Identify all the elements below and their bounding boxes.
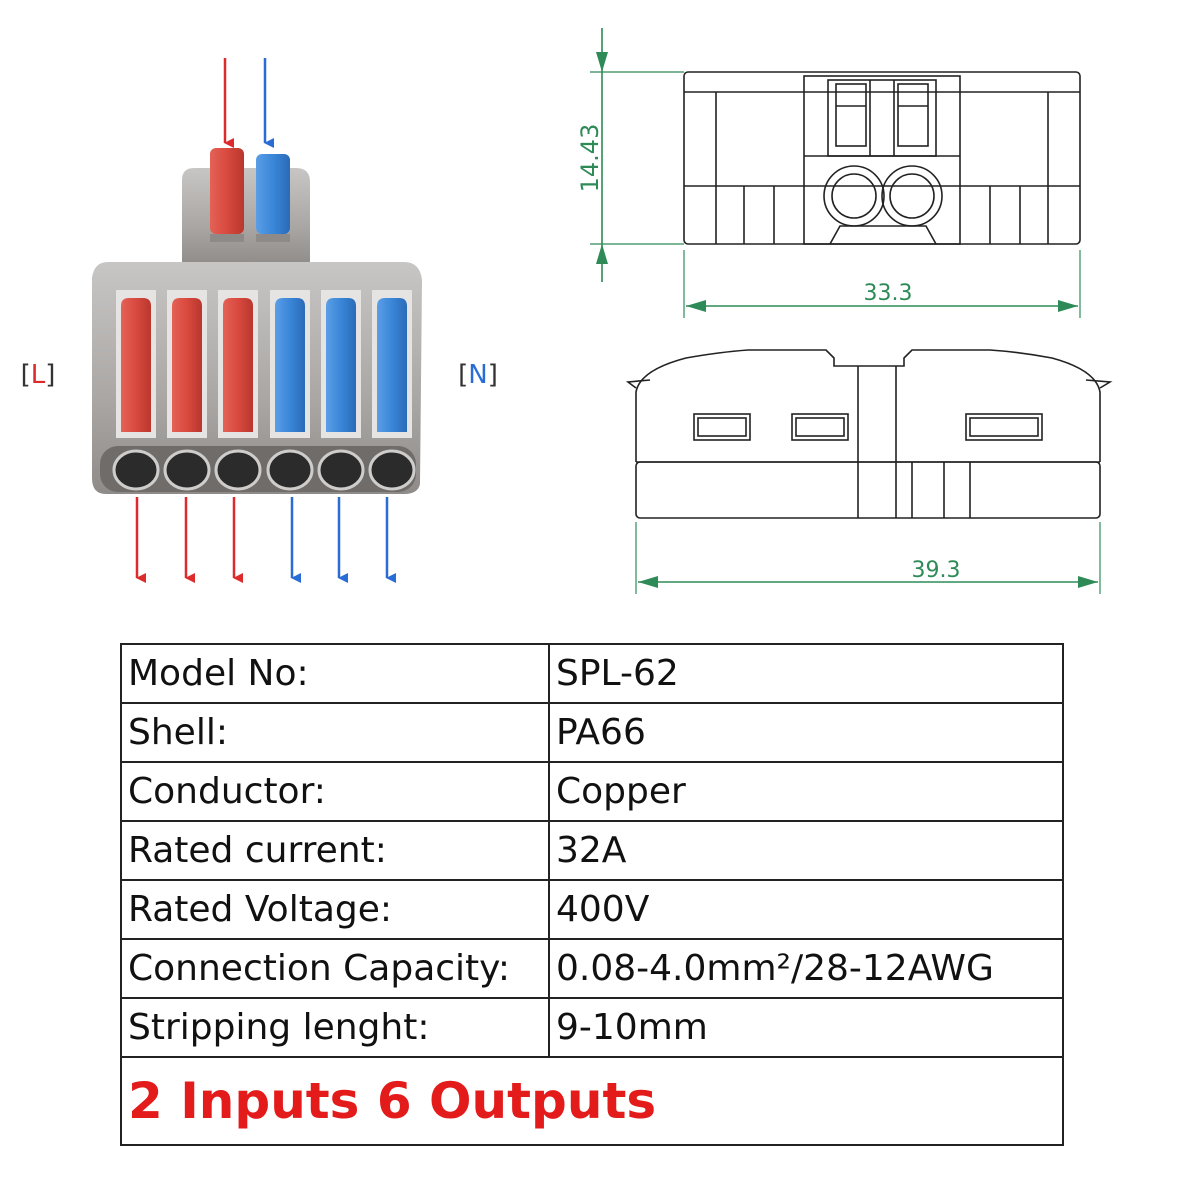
spec-key: Stripping lenght: [120, 997, 550, 1058]
height-dimension: 14.43 [576, 28, 684, 282]
output-lever-live-2 [172, 298, 202, 432]
spec-key: Conductor: [120, 761, 550, 822]
height-dimension-label: 14.43 [576, 124, 604, 193]
input-lever-neutral [256, 154, 290, 234]
spec-key: Connection Capacity: [120, 938, 550, 999]
spec-value: Copper [548, 761, 1064, 822]
spec-row: Shell: PA66 [120, 702, 1064, 763]
spec-row: Stripping lenght: 9-10mm [120, 997, 1064, 1058]
wire-holes [100, 446, 416, 492]
width-top-dimension: 33.3 [683, 250, 1081, 318]
spec-key: Rated current: [120, 820, 550, 881]
output-lever-neutral-1 [275, 298, 305, 432]
spec-value: 9-10mm [548, 997, 1064, 1058]
spec-key: Shell: [120, 702, 550, 763]
summary-row: 2 Inputs 6 Outputs [120, 1056, 1064, 1146]
spec-row: Rated current: 32A [120, 820, 1064, 881]
spec-value: 32A [548, 820, 1064, 881]
output-lever-live-3 [223, 298, 253, 432]
spec-row: Connection Capacity: 0.08-4.0mm²/28-12AW… [120, 938, 1064, 999]
output-levers [116, 290, 412, 438]
output-lever-live-1 [121, 298, 151, 432]
output-lever-neutral-3 [377, 298, 407, 432]
spec-row: Model No: SPL-62 [120, 643, 1064, 704]
spec-row: Conductor: Copper [120, 761, 1064, 822]
connector-figure: [L] [N] [21, 28, 1113, 594]
neutral-label: [N] [458, 360, 498, 390]
top-view-drawing [625, 349, 1113, 519]
input-lever-live [210, 148, 244, 234]
spec-value: 400V [548, 879, 1064, 940]
spec-value: PA66 [548, 702, 1064, 763]
output-lever-neutral-2 [326, 298, 356, 432]
live-label: [L] [21, 360, 56, 390]
input-housing [182, 168, 310, 266]
spec-value: SPL-62 [548, 643, 1064, 704]
spec-row: Rated Voltage: 400V [120, 879, 1064, 940]
width-top-dimension-label: 33.3 [864, 281, 913, 306]
connector-photo: [L] [N] [21, 58, 498, 583]
spec-value: 0.08-4.0mm²/28-12AWG [548, 938, 1064, 999]
spec-key: Model No: [120, 643, 550, 704]
width-bottom-dimension-label: 39.3 [912, 558, 961, 583]
spec-key: Rated Voltage: [120, 879, 550, 940]
width-bottom-dimension: 39.3 [635, 522, 1101, 594]
spec-table: Model No: SPL-62 Shell: PA66 Conductor: … [120, 643, 1064, 1146]
front-view-drawing [683, 71, 1081, 245]
io-summary: 2 Inputs 6 Outputs [120, 1056, 1064, 1146]
